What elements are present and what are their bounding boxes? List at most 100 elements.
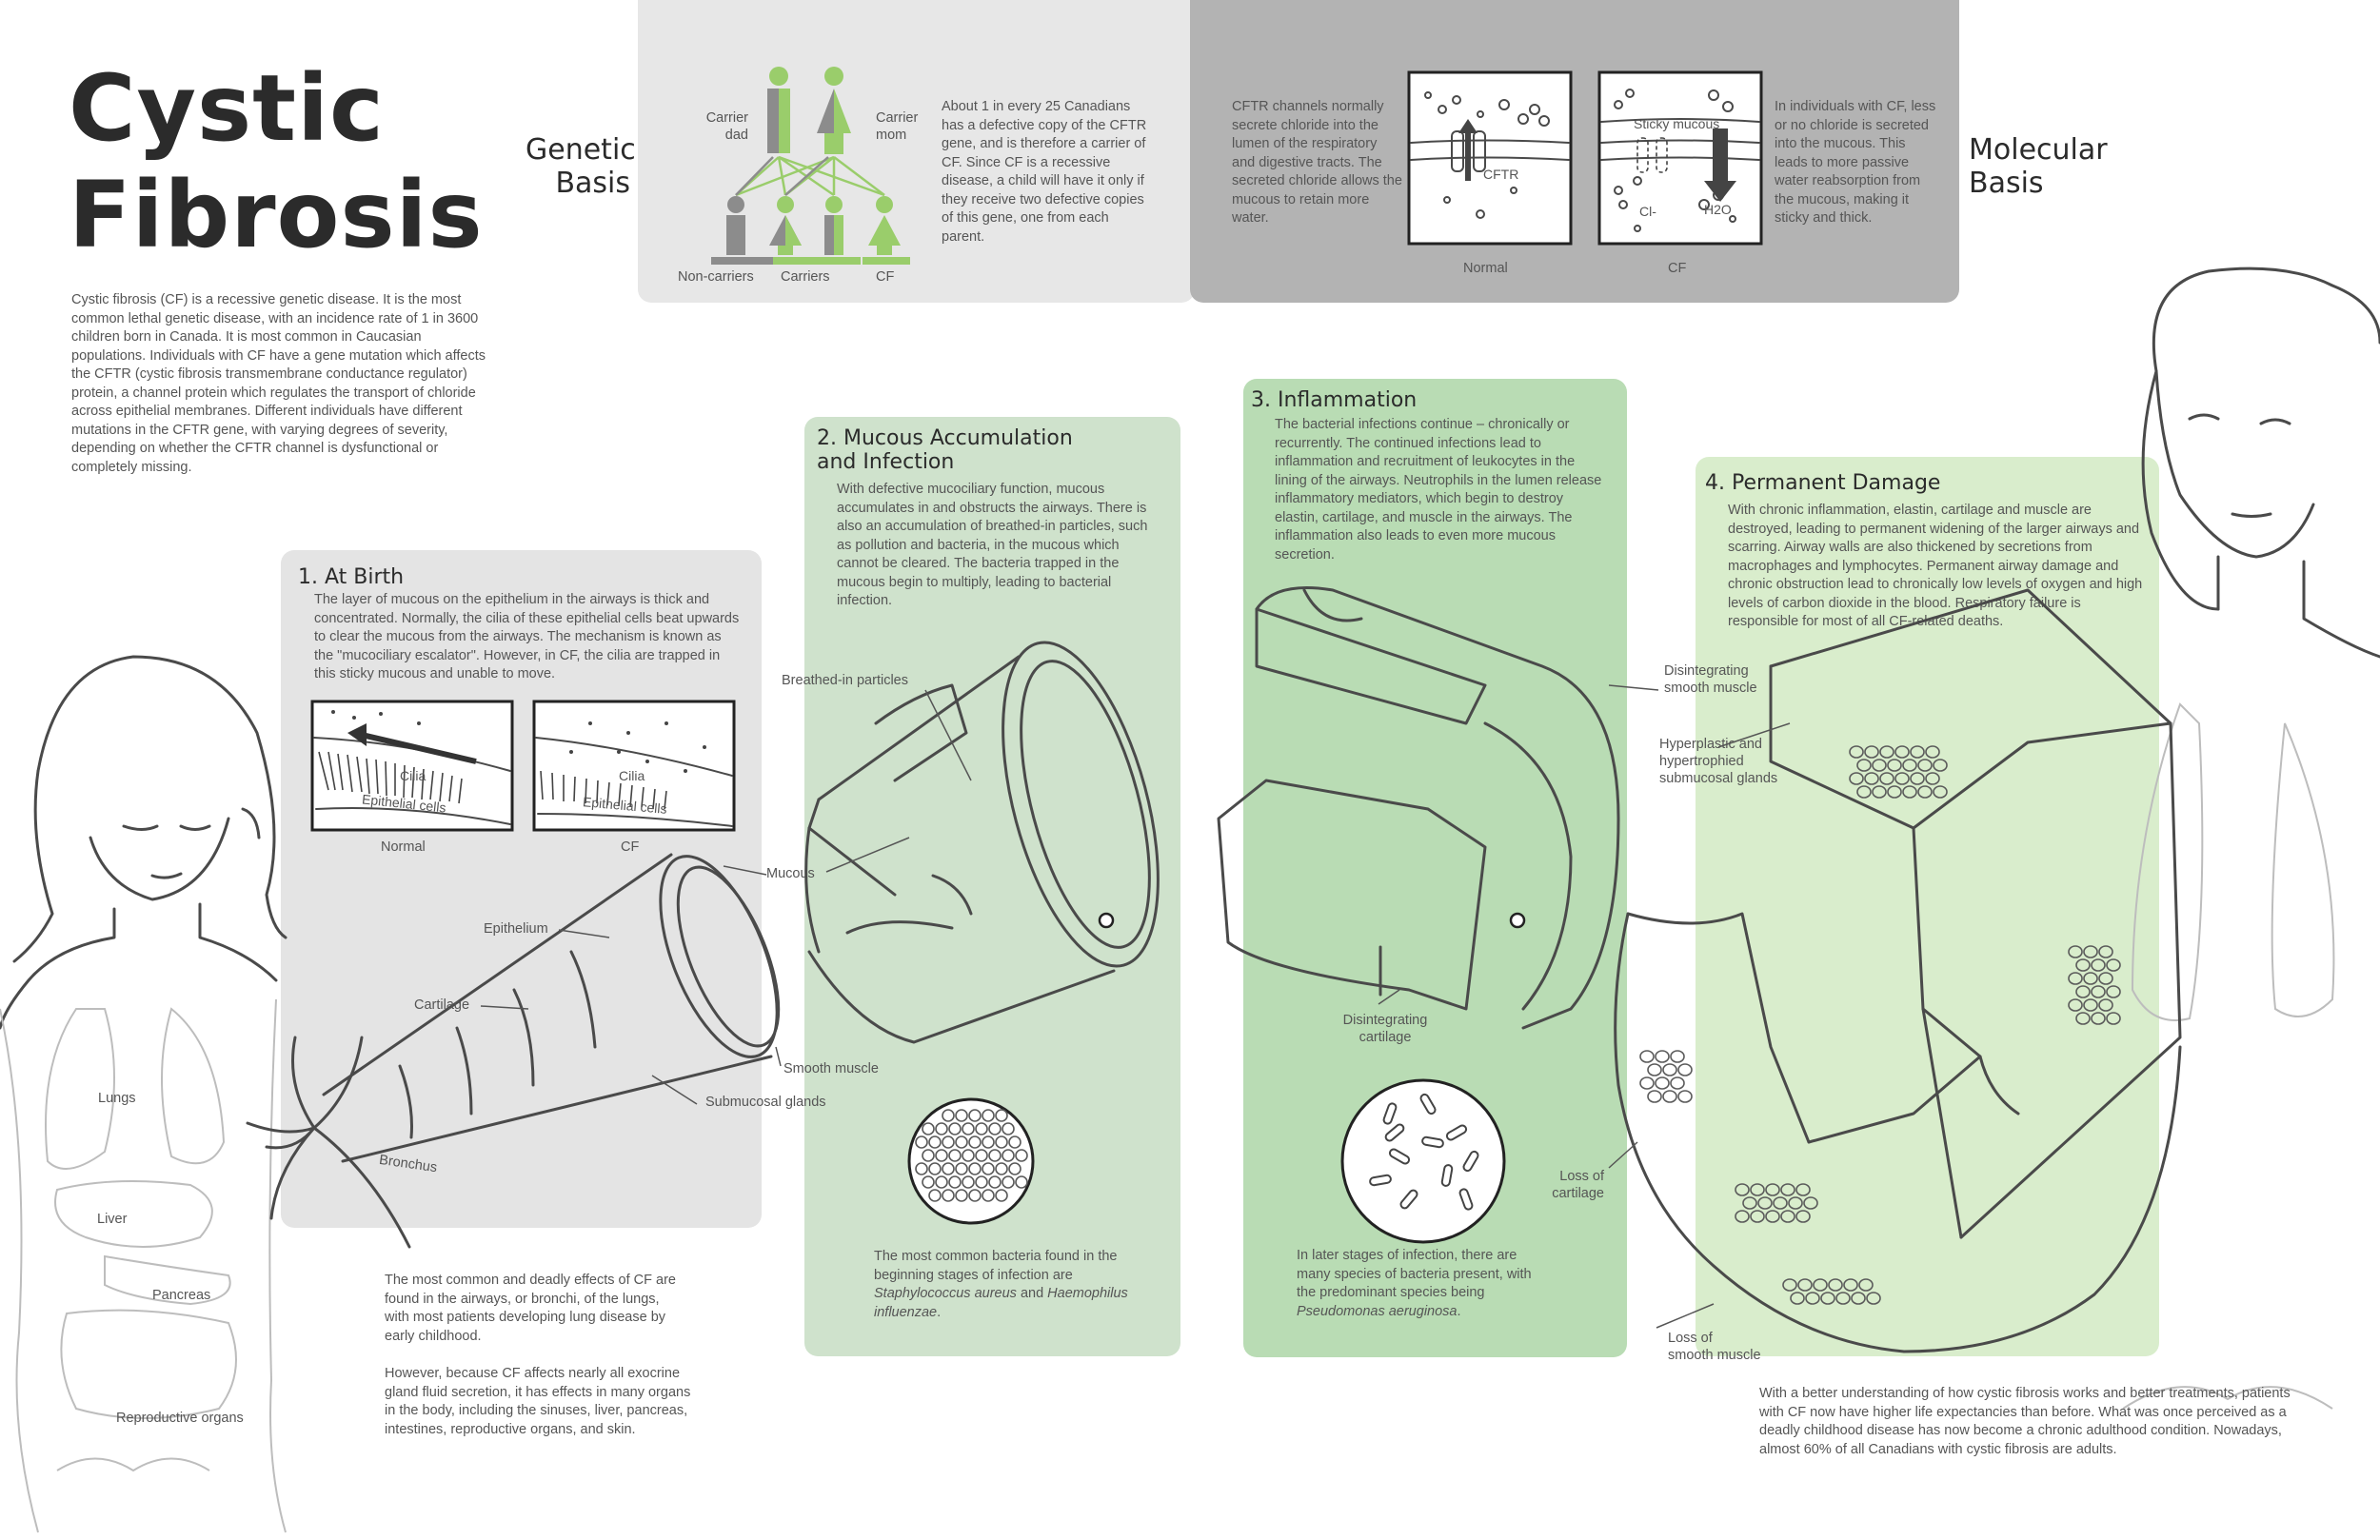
gland-cell <box>2106 958 2121 972</box>
child-cf-icon <box>868 196 901 255</box>
bacterium-coccus <box>1008 1135 1021 1149</box>
bacterium-coccus <box>942 1189 955 1202</box>
bacterium-coccus <box>915 1135 928 1149</box>
gland-cell <box>2098 998 2113 1012</box>
bacterium-coccus <box>975 1149 988 1162</box>
gland-cell <box>2068 945 2083 958</box>
gland-cell <box>1782 1278 1797 1292</box>
bacterium-coccus <box>942 1162 955 1175</box>
gland-cell <box>1910 745 1925 759</box>
stage3-text: The bacterial infections continue – chro… <box>1275 417 1602 563</box>
gland-cell <box>1735 1210 1750 1223</box>
breathed-in-particles-label: Breathed-in particles <box>782 673 908 688</box>
gland-cell <box>1647 1090 1662 1103</box>
gland-cell <box>1917 759 1933 772</box>
gland-cell <box>1879 772 1894 785</box>
gland-cell <box>1655 1076 1670 1090</box>
cilia-label-normal: Cilia <box>400 768 426 783</box>
bacterium-coccus <box>1015 1149 1028 1162</box>
bacterium-coccus <box>922 1175 935 1189</box>
disintegrating-cartilage-label: Disintegrating cartilage <box>1342 1013 1428 1045</box>
molecular-basis-panel <box>1190 0 1959 303</box>
hyperplastic-glands-label: Hyperplastic and hypertrophied submucosa… <box>1659 737 1778 786</box>
gland-cell <box>1894 745 1910 759</box>
gland-cell <box>1757 1196 1773 1210</box>
bacterium-coccus <box>1008 1162 1021 1175</box>
stage3-title: 3. Inflammation <box>1251 388 1418 412</box>
gland-cell <box>2083 972 2098 985</box>
gland-cell <box>1902 759 1917 772</box>
bacterium-coccus <box>1002 1122 1015 1135</box>
bacterium-coccus <box>915 1162 928 1175</box>
gland-cell <box>1780 1183 1795 1196</box>
bacterium-coccus <box>968 1162 982 1175</box>
organ-pancreas-label: Pancreas <box>152 1288 211 1303</box>
stage2-caption-species2: Haemophilus influenzae <box>874 1286 1128 1320</box>
bacterium-coccus <box>968 1135 982 1149</box>
stage2-caption-c: . <box>937 1304 942 1320</box>
carrier-mom-label: Carrier mom <box>876 110 919 143</box>
gland-cell <box>1780 1210 1795 1223</box>
gland-cell <box>1788 1196 1803 1210</box>
bacterium-coccus <box>962 1175 975 1189</box>
stage1-panel <box>281 550 762 1228</box>
gland-cell <box>2098 945 2113 958</box>
carrier-dad-label: Carrier dad <box>705 110 748 143</box>
bacterium-coccus <box>948 1175 962 1189</box>
gland-cell <box>1851 1292 1866 1305</box>
gland-cell <box>1750 1210 1765 1223</box>
organ-reproductive-label: Reproductive organs <box>116 1411 244 1426</box>
intro-text: Cystic fibrosis (CF) is a recessive gene… <box>71 292 486 475</box>
gland-cell <box>1677 1063 1693 1076</box>
bacterium-coccus <box>935 1149 948 1162</box>
gland-cell <box>1765 1183 1780 1196</box>
bacterium-coccus <box>1002 1175 1015 1189</box>
bacterium-rod <box>1462 1150 1479 1173</box>
bacterium-coccus <box>988 1122 1002 1135</box>
gland-cell <box>2075 985 2091 998</box>
gland-cell <box>1670 1050 1685 1063</box>
bacterium-coccus <box>968 1189 982 1202</box>
disintegrating-smooth-muscle-label: Disintegrating smooth muscle <box>1664 663 1757 696</box>
bacterium-coccus <box>982 1109 995 1122</box>
stage2-title: 2. Mucous Accumulation and Infection <box>817 426 1073 475</box>
bacterium-coccus <box>968 1109 982 1122</box>
bacterium-coccus <box>982 1162 995 1175</box>
gland-cell <box>2068 972 2083 985</box>
gland-cell <box>1887 785 1902 799</box>
gland-cell <box>1805 1292 1820 1305</box>
bacterium-coccus <box>942 1109 955 1122</box>
gland-cell <box>1820 1292 1835 1305</box>
bacterium-coccus <box>935 1122 948 1135</box>
gland-cell <box>1750 1183 1765 1196</box>
genetic-text: About 1 in every 25 Canadians has a defe… <box>942 99 1147 245</box>
gland-cell <box>1887 759 1902 772</box>
organ-liver-label: Liver <box>97 1212 128 1227</box>
title-line-1: Cystic <box>69 55 385 162</box>
chloride-label: Cl- <box>1639 204 1656 219</box>
bacterium-rod <box>1419 1093 1437 1116</box>
stage3-caption-species: Pseudomonas aeruginosa <box>1297 1303 1458 1319</box>
gland-cell <box>1864 745 1879 759</box>
carrier-dad-icon <box>767 67 790 153</box>
gland-cell <box>1864 772 1879 785</box>
bacterium-coccus <box>955 1189 968 1202</box>
gland-cell <box>2098 972 2113 985</box>
gland-cell <box>1790 1292 1805 1305</box>
gland-cell <box>1835 1292 1851 1305</box>
gland-cell <box>1858 1278 1874 1292</box>
gland-cell <box>2091 1012 2106 1025</box>
bacterium-rod <box>1388 1148 1411 1165</box>
cf-caption: CF <box>1668 261 1687 276</box>
stage1-title: 1. At Birth <box>298 565 405 589</box>
bacterium-coccus <box>995 1135 1008 1149</box>
gland-cell <box>1872 785 1887 799</box>
loss-of-smooth-muscle-label: Loss of smooth muscle <box>1668 1331 1761 1363</box>
bacterium-coccus <box>928 1189 942 1202</box>
cftr-label: CFTR <box>1483 167 1519 182</box>
